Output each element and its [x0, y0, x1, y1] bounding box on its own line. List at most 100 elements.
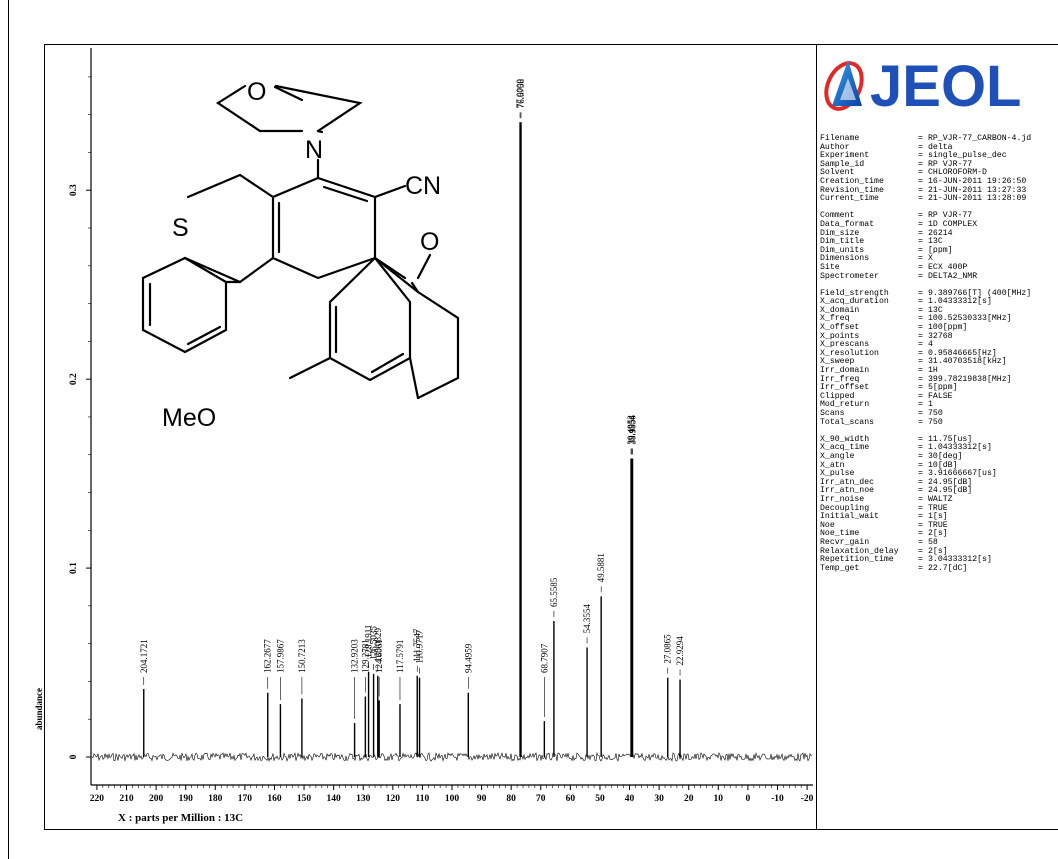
plot-frame [44, 44, 1058, 830]
param-equals: = [918, 271, 923, 281]
param-equals: = [918, 529, 923, 539]
peak-label: 65.5585 [549, 577, 559, 607]
param-equals: = [918, 451, 923, 461]
param-value: WALTZ [928, 494, 953, 504]
param-key: X_resolution [820, 348, 879, 358]
peak-label: 110.9717 [415, 630, 425, 664]
param-key: Scans [820, 409, 845, 418]
param-row: X_acq_duration=1.04333312[s] [820, 298, 1031, 307]
param-equals: = [918, 477, 923, 487]
param-equals: = [918, 409, 923, 418]
peak-label: 49.5881 [596, 553, 606, 582]
param-value: 13C [928, 237, 943, 247]
param-row: Noe_time=2[s] [820, 530, 1031, 539]
peak-label: 124.6061 [374, 639, 384, 673]
param-key: Filename [820, 134, 860, 143]
param-key: Clipped [820, 391, 855, 401]
param-value: 32768 [928, 331, 953, 341]
peak-label: 129.2781 [360, 639, 370, 673]
param-value: ECX 400P [928, 262, 968, 272]
x-tick-label: 120 [386, 794, 401, 804]
param-value: TRUE [928, 520, 948, 530]
param-value: FALSE [928, 391, 953, 401]
param-key: Irr_noise [820, 494, 865, 504]
peak-label: 68.7907 [539, 643, 549, 673]
param-value: 13C [928, 305, 943, 315]
param-row: Data_format=1D COMPLEX [820, 219, 1031, 230]
param-row: Dimensions=X [820, 255, 1031, 264]
morpholine-bond-n [316, 129, 324, 134]
y-tick-label: 0.1 [69, 562, 79, 574]
param-row: Dim_units=[ppm] [820, 245, 1031, 256]
param-equals: = [918, 142, 923, 152]
param-key: X_90_width [820, 434, 870, 444]
param-equals: = [918, 245, 923, 255]
x-tick-label: 50 [595, 794, 605, 804]
param-value: [ppm] [928, 245, 953, 255]
param-value: 16-JUN-2011 19:26:50 [928, 176, 1027, 186]
x-tick-label: 140 [327, 794, 342, 804]
cyano-label: CN [405, 172, 441, 200]
ketone-oxygen-label: O [420, 228, 439, 256]
param-key: Revision_time [820, 185, 884, 195]
param-equals: = [918, 434, 923, 444]
param-value: 58 [928, 537, 938, 547]
peak-label: 126.5035 [369, 626, 379, 660]
x-tick-label: 80 [506, 794, 516, 804]
param-equals: = [918, 288, 923, 298]
param-key: Decoupling [820, 503, 870, 513]
cyclopentene-ring [271, 176, 377, 280]
param-row: Relaxation_delay=2[s] [820, 547, 1031, 557]
param-row: Recvr_gain=58 [820, 537, 1031, 548]
param-key: Irr_atn_dec [820, 477, 875, 487]
param-row: X_acq_time=1.04333312[s] [820, 444, 1031, 453]
param-equals: = [918, 262, 923, 272]
benzene-left [141, 256, 228, 354]
param-row: Author=delta [820, 142, 1031, 153]
sulfur-label: S [172, 214, 189, 242]
benzene-left-double2 [186, 325, 222, 346]
param-equals: = [918, 134, 923, 143]
param-value: 26214 [928, 228, 953, 238]
thiopyran-ch2 [186, 173, 275, 199]
peak-label: 150.7213 [297, 639, 307, 673]
param-equals: = [918, 297, 923, 307]
param-value: 1[s] [928, 512, 948, 522]
param-row: X_domain=13C [820, 305, 1031, 316]
param-equals: = [918, 323, 923, 333]
param-key: X_pulse [820, 469, 855, 479]
cn-bond [373, 184, 407, 199]
x-tick-label: 200 [149, 794, 164, 804]
param-value: 399.78219838[MHz] [928, 374, 1012, 384]
morpholine-oxygen-label: O [247, 78, 266, 106]
x-tick-label: 100 [445, 794, 460, 804]
x-tick-label: 180 [208, 794, 223, 804]
param-row: Spectrometer=DELTA2_NMR [820, 271, 1031, 282]
peak-label: 132.9203 [350, 639, 360, 673]
param-key: X_acq_duration [820, 297, 889, 307]
param-equals: = [918, 512, 923, 522]
param-key: Spectrometer [820, 271, 879, 281]
param-row: Current_time=21-JUN-2011 13:28:09 [820, 195, 1031, 204]
param-key: Comment [820, 211, 855, 221]
x-tick-label: 220 [90, 794, 105, 804]
param-row: X_atn=10[dB] [820, 460, 1031, 471]
peak-label: 39.4952 [626, 415, 636, 444]
tetralin-benzene [328, 256, 412, 382]
param-value: CHLOROFORM-D [928, 168, 987, 178]
param-row: Irr_atn_dec=24.95[dB] [820, 477, 1031, 488]
param-value: 11.75[us] [928, 434, 973, 444]
param-equals: = [918, 460, 923, 470]
param-key: Author [820, 142, 850, 152]
jeol-logo: JEOL [824, 54, 1022, 119]
param-equals: = [918, 383, 923, 393]
param-equals: = [918, 219, 923, 229]
param-equals: = [918, 237, 923, 247]
param-equals: = [918, 151, 923, 161]
param-row: Repetition_time=3.04333312[s] [820, 555, 1031, 565]
y-tick-label: 0.3 [69, 184, 79, 196]
param-value: TRUE [928, 503, 948, 513]
param-value: RP VJR-77 [928, 159, 973, 169]
param-equals: = [918, 314, 923, 324]
param-row: X_resolution=0.95846665[Hz] [820, 348, 1031, 359]
